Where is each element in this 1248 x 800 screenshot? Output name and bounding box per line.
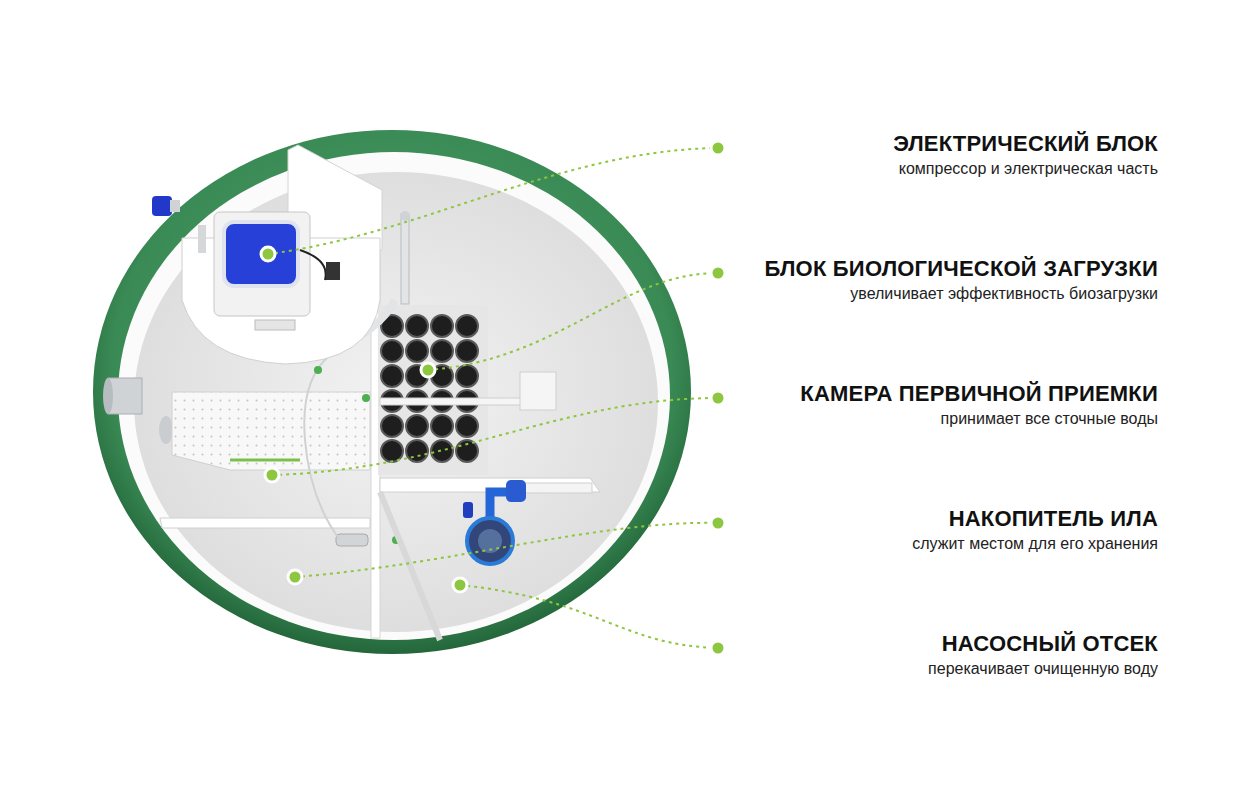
outlet-cap <box>152 196 180 216</box>
callout-dots <box>261 141 725 655</box>
callout-text: НАСОСНЫЙ ОТСЕКперекачивает очищенную вод… <box>928 631 1158 679</box>
tank-rim <box>118 152 670 640</box>
callout-title: НАКОПИТЕЛЬ ИЛА <box>912 506 1158 532</box>
partition-wall <box>380 492 440 640</box>
callout-description: увеличивает эффективность биозагрузки <box>765 284 1159 304</box>
airlift-fitting <box>336 534 400 546</box>
partition-wall <box>160 518 370 528</box>
callout-title: ЭЛЕКТРИЧЕСКИЙ БЛОК <box>893 131 1158 157</box>
inlet-pipe <box>103 378 173 444</box>
pump <box>463 480 592 564</box>
callout-description: перекачивает очищенную воду <box>928 659 1158 679</box>
tank-housing <box>93 130 691 654</box>
callout-title: КАМЕРА ПЕРВИЧНОЙ ПРИЕМКИ <box>800 381 1158 407</box>
callout-title: БЛОК БИОЛОГИЧЕСКОЙ ЗАГРУЗКИ <box>765 256 1159 282</box>
callout-text: НАКОПИТЕЛЬ ИЛАслужит местом для его хран… <box>912 506 1158 554</box>
electrical-block <box>182 145 382 364</box>
callout-description: принимает все сточные воды <box>800 409 1158 429</box>
aerator-tube <box>230 459 300 462</box>
tank-floor <box>134 172 658 632</box>
callout-text: БЛОК БИОЛОГИЧЕСКОЙ ЗАГРУЗКИувеличивает э… <box>765 256 1159 304</box>
callout-description: служит местом для его хранения <box>912 534 1158 554</box>
bio-load-block <box>378 305 556 475</box>
callout-text: ЭЛЕКТРИЧЕСКИЙ БЛОКкомпрессор и электриче… <box>893 131 1158 179</box>
callout-title: НАСОСНЫЙ ОТСЕК <box>928 631 1158 657</box>
leader-lines <box>268 148 718 648</box>
callout-text: КАМЕРА ПЕРВИЧНОЙ ПРИЕМКИпринимает все ст… <box>800 381 1158 429</box>
perforated-wall <box>172 392 370 470</box>
callout-description: компрессор и электрическая часть <box>893 159 1158 179</box>
